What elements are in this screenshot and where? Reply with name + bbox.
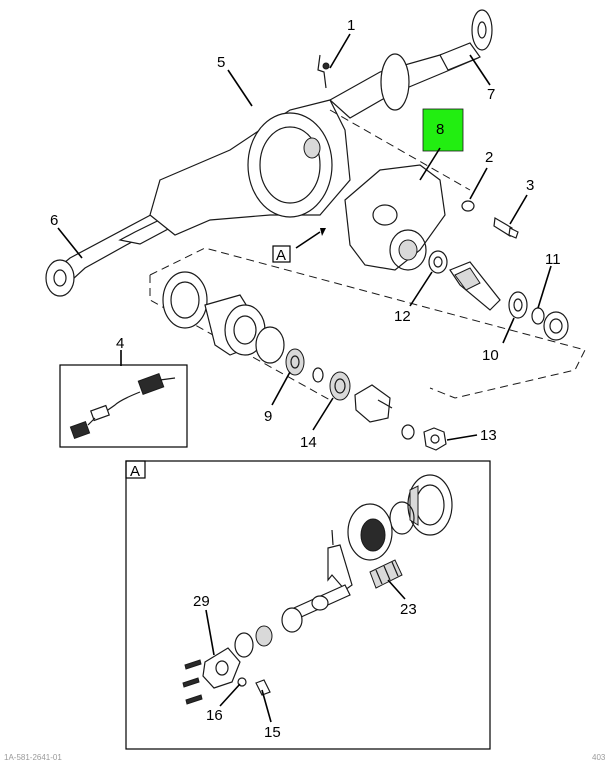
shift-cylinder-body-part-29[interactable]	[202, 647, 241, 689]
bolt-part-3[interactable]	[493, 217, 519, 239]
leader-16	[219, 683, 241, 707]
highlighted-part-8-marker[interactable]	[422, 108, 464, 152]
bearing-part-14[interactable]	[329, 371, 351, 401]
leader-1	[329, 33, 351, 69]
shift-fork-assembly[interactable]	[354, 384, 393, 423]
callout-3: 3	[526, 177, 534, 194]
view-a-box-label: A	[276, 247, 286, 264]
cylinder-screws[interactable]	[182, 659, 203, 705]
callout-13: 13	[480, 427, 497, 444]
leader-8	[419, 147, 441, 181]
callout-2: 2	[485, 149, 493, 166]
callout-12: 12	[394, 308, 411, 325]
seal-part-11-b[interactable]	[543, 311, 569, 341]
bearing-part-9[interactable]	[285, 348, 305, 376]
seal-part-11-a[interactable]	[531, 307, 545, 325]
callout-15: 15	[264, 724, 281, 741]
bearing-part-12[interactable]	[428, 250, 448, 274]
callout-9: 9	[264, 408, 272, 425]
washer-part-2[interactable]	[461, 200, 475, 212]
leader-2	[469, 167, 488, 200]
detail-view-a-label: A	[130, 463, 140, 480]
breather-part-1[interactable]	[317, 54, 330, 89]
explode-guide-envelope	[149, 247, 586, 399]
callout-7: 7	[487, 86, 495, 103]
oring-part-16[interactable]	[237, 677, 247, 687]
leader-15	[261, 689, 272, 723]
leader-6	[57, 227, 83, 259]
spring-part-23[interactable]	[369, 559, 403, 589]
callout-1: 1	[347, 17, 355, 34]
switch-part-15[interactable]	[255, 679, 271, 696]
leader-9	[271, 371, 291, 406]
leader-14	[312, 397, 334, 431]
leader-13	[446, 434, 478, 441]
callout-29: 29	[193, 593, 210, 610]
leader-11	[537, 265, 552, 309]
callout-8: 8	[436, 121, 444, 138]
callout-16: 16	[206, 707, 223, 724]
differential-case[interactable]	[162, 271, 285, 364]
callout-5: 5	[217, 54, 225, 71]
harness-inset-frame	[59, 364, 188, 448]
snap-ring[interactable]	[389, 501, 415, 535]
axle-housing[interactable]	[45, 9, 493, 297]
page-number: 403	[592, 753, 606, 761]
leader-3	[509, 194, 528, 225]
callout-4: 4	[116, 335, 124, 352]
view-a-arrow	[295, 231, 321, 249]
drawing-number: 1A-581-2641-01	[4, 753, 62, 761]
callout-14: 14	[300, 434, 317, 451]
detail-view-a-tag	[125, 460, 146, 479]
leader-12	[409, 271, 433, 307]
callout-23: 23	[400, 601, 417, 618]
leader-23	[387, 579, 406, 600]
callout-6: 6	[50, 212, 58, 229]
bearing-part-10[interactable]	[508, 291, 528, 319]
leader-29	[205, 609, 215, 656]
nut-part-13[interactable]	[423, 427, 447, 451]
explode-guide-upper	[329, 109, 471, 191]
shift-cylinder-piston[interactable]	[234, 607, 303, 658]
leader-7	[469, 54, 491, 86]
washer-lower[interactable]	[401, 424, 415, 440]
clutch-collar[interactable]	[407, 474, 453, 536]
leader-10	[502, 317, 515, 344]
explode-guide-left	[149, 275, 331, 401]
shift-shaft[interactable]	[284, 584, 351, 623]
pinion-gear[interactable]	[449, 261, 501, 311]
wiring-harness-part-4[interactable]	[69, 373, 176, 440]
leader-5	[227, 69, 253, 107]
callout-11: 11	[545, 251, 561, 268]
differential-carrier[interactable]	[344, 164, 446, 271]
detail-view-a-frame	[125, 460, 491, 750]
view-a-box	[272, 245, 291, 263]
clutch-gear[interactable]	[347, 503, 393, 561]
ring-small[interactable]	[312, 367, 324, 383]
callout-10: 10	[482, 347, 499, 364]
